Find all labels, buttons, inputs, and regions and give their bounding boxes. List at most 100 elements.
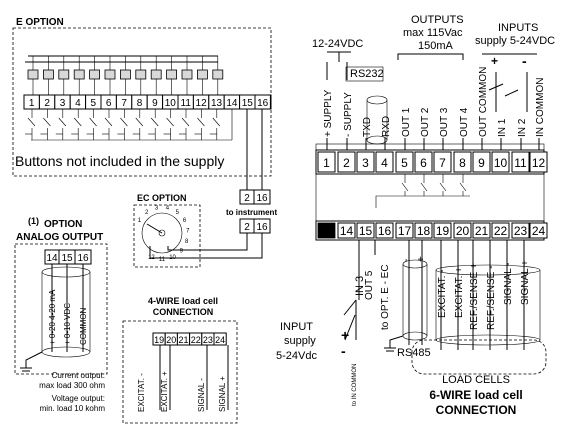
upper-terminal-number: 5: [401, 156, 408, 170]
upper-terminal-cell: [433, 151, 452, 173]
load-cells-connection: CONNECTION: [436, 403, 517, 417]
lower-terminal-cell: [395, 222, 414, 239]
upper-terminal-label: OUT 2: [420, 107, 431, 137]
upper-terminal-label: + SUPPLY: [323, 89, 334, 137]
four-wire-terminal-number: 19: [154, 335, 164, 345]
ec-to-instrument: to instrument: [226, 208, 277, 217]
rs232-label: RS232: [350, 68, 384, 80]
upper-terminal-number: 3: [362, 156, 369, 170]
e-key: [166, 69, 178, 80]
upper-terminal-label: OUT 3: [439, 107, 450, 137]
e-terminal-number: 11: [181, 98, 192, 109]
upper-terminal-cell: [453, 151, 472, 173]
lower-terminal-number: 23: [514, 224, 528, 238]
lower-terminal-cell: [472, 222, 491, 239]
button-switch-icon: [120, 117, 128, 127]
upper-terminal-number: 12: [532, 156, 546, 170]
upper-terminal-cell: [337, 151, 356, 173]
lower-terminal-number: 14: [340, 224, 354, 238]
analog-terminal-14: 14: [46, 253, 58, 264]
e-option-title: E OPTION: [16, 17, 64, 28]
button-switch-icon: [104, 117, 113, 127]
upper-terminal-number: 9: [478, 156, 485, 170]
ec-dial-label: 6: [183, 218, 187, 224]
button-switch-icon: [181, 117, 190, 127]
lower-terminal-number: 20: [456, 224, 470, 238]
upper-terminal-cell: [317, 151, 336, 173]
e-terminal-number: 7: [121, 98, 127, 109]
analog-terminal-15: 15: [61, 253, 73, 264]
e-terminal-number: 15: [242, 98, 254, 109]
lower-terminal-number: 13: [322, 228, 331, 237]
upper-terminal-number: 6: [420, 156, 427, 170]
lower-terminal-cell: [356, 222, 375, 239]
e-key: [58, 69, 70, 80]
button-switch-icon: [43, 117, 51, 127]
button-switch-icon: [150, 117, 159, 127]
lower-terminal-label: REF./SENSE +: [469, 263, 480, 330]
e-terminal-number: 10: [165, 98, 177, 109]
e-key: [212, 69, 224, 80]
relay-contact-icon: [401, 182, 409, 192]
e-option-keys: [27, 56, 224, 95]
lower-wiring: [343, 240, 547, 375]
inputs-minus: -: [522, 53, 527, 69]
four-wire-frame: [122, 320, 238, 424]
ec-dial-label: 9: [180, 248, 184, 254]
e-key: [196, 69, 208, 80]
e-terminal-number: 13: [211, 98, 223, 109]
e-key: [104, 69, 116, 80]
upper-terminal-label: OUT 4: [459, 107, 470, 137]
lower-terminal-number: 15: [359, 224, 373, 238]
e-terminal-number: 5: [91, 98, 97, 109]
input-voltage: 5-24Vdc: [276, 350, 317, 362]
upper-terminal-label: TXD: [362, 117, 373, 137]
e-key: [89, 69, 100, 80]
e-terminal-cell: [254, 94, 271, 110]
analog-signal-1: + 0-20 4-20 mA: [48, 289, 57, 345]
ec-dial-label: 4: [166, 206, 170, 212]
four-wire-title-1: 4-WIRE load cell: [148, 296, 218, 306]
e-terminal-number: 1: [29, 98, 35, 109]
upper-terminal-number: 7: [439, 156, 446, 170]
lower-terminal-cell: [511, 222, 530, 239]
upper-terminal-cell: [375, 151, 394, 173]
lower-terminal-cell: [414, 222, 433, 239]
ec-terminal-16-bottom: 16: [256, 222, 268, 233]
outputs-rating: max 115Vac: [403, 27, 463, 39]
lower-terminal-number: 24: [532, 224, 546, 238]
e-option-buttons: [25, 109, 233, 141]
relay-contact-icon: [439, 182, 447, 192]
upper-terminal-cell: [356, 151, 375, 173]
four-wire-label-3: SIGNAL -: [197, 378, 206, 412]
upper-terminal-number: 2: [343, 156, 350, 170]
lower-terminal-label: SIGNAL -: [503, 263, 514, 305]
button-switch-icon: [212, 117, 221, 127]
lower-terminal-cell: [375, 222, 394, 239]
lower-terminal-cell: [337, 222, 356, 239]
upper-terminal-cell: [414, 151, 433, 173]
analog-signal-2: + 0-10 VDC: [63, 303, 72, 345]
e-terminal-number: 6: [106, 98, 112, 109]
ec-terminal-2-top: 2: [244, 193, 250, 204]
ec-option-title: EC OPTION: [137, 193, 187, 203]
ec-dial-label: 3: [155, 206, 159, 212]
four-wire-terminal-number: 22: [191, 335, 201, 345]
button-switch-icon: [27, 117, 36, 127]
analog-marker: (1): [28, 216, 39, 226]
e-key: [181, 69, 193, 80]
outputs-current: 150mA: [418, 40, 454, 52]
four-wire-title-2: CONNECTION: [153, 307, 214, 317]
e-terminal-number: 8: [137, 98, 143, 109]
ec-dial-label: 5: [176, 210, 180, 216]
lower-terminal-cell: [453, 222, 472, 239]
e-key: [27, 69, 39, 80]
lower-terminal-label: EXCITAT. +: [454, 267, 465, 318]
ec-rotary-dial: [141, 212, 183, 254]
e-terminal-number: 14: [226, 98, 238, 109]
